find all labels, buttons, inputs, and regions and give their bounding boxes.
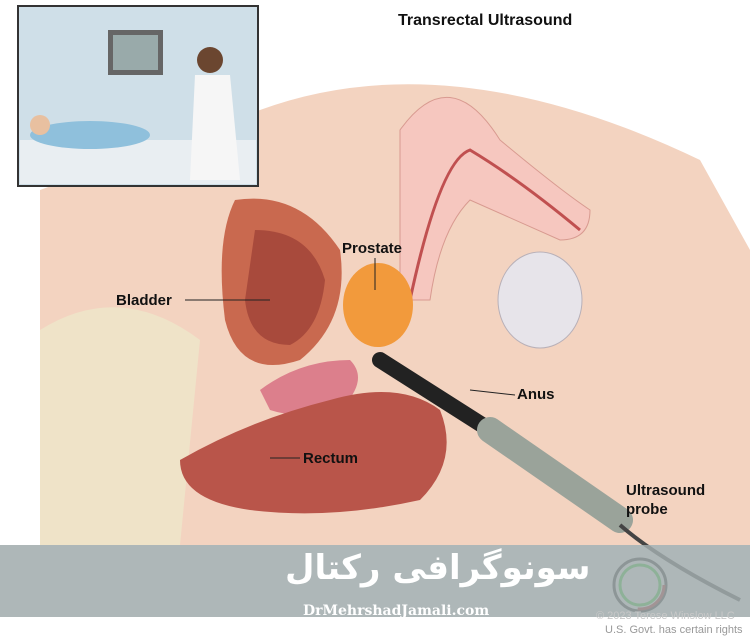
watermark-banner xyxy=(0,545,750,617)
diagram-title: Transrectal Ultrasound xyxy=(398,12,573,29)
label-anus: Anus xyxy=(517,386,555,403)
banner-title: سونوگرافی رکتال xyxy=(285,548,591,588)
testis xyxy=(497,251,583,349)
label-ultrasound-probe: Ultrasound probe xyxy=(626,482,706,518)
label-lines xyxy=(185,258,516,459)
inset-scene xyxy=(17,5,259,187)
bladder-inner xyxy=(245,230,325,345)
pelvis-bone xyxy=(40,307,200,545)
site-name: DrMehrshadJamali.com xyxy=(303,603,490,619)
urethra xyxy=(408,148,581,301)
label-bladder: Bladder xyxy=(116,292,172,309)
penis xyxy=(399,96,591,301)
probe-handle xyxy=(477,417,633,533)
rights-notice: U.S. Govt. has certain rights xyxy=(605,624,743,636)
copyright: © 2023 Terese Winslow LLC xyxy=(596,610,735,622)
rectum xyxy=(180,392,447,514)
label-prostate: Prostate xyxy=(342,240,403,257)
label-rectum: Rectum xyxy=(303,450,359,467)
prostate xyxy=(343,263,413,347)
probe-shaft xyxy=(372,352,498,438)
